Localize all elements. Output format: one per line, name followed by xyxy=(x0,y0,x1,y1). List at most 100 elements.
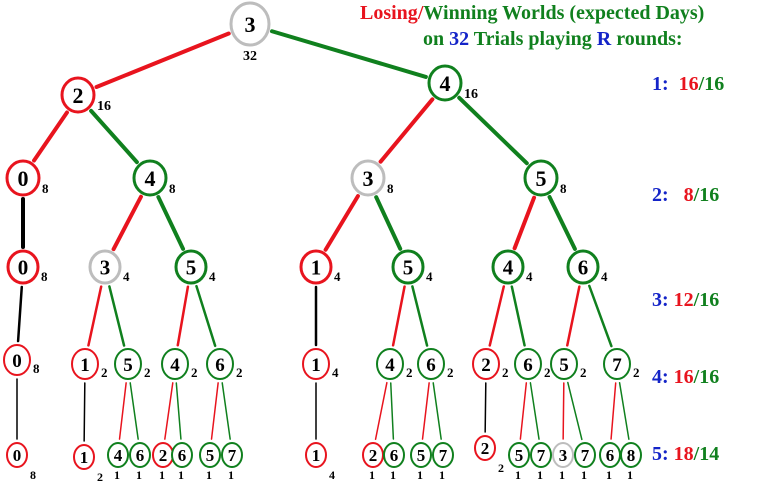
node-value: 1 xyxy=(311,355,321,376)
tree-node: 21 xyxy=(362,442,384,482)
node-circle xyxy=(417,348,445,380)
tree-edge xyxy=(519,382,528,440)
tree-edge xyxy=(512,195,537,251)
node-value: 7 xyxy=(612,355,622,376)
tree-node: 22 xyxy=(474,435,504,475)
tree-edge xyxy=(566,285,581,347)
tree-node: 61 xyxy=(599,442,621,482)
node-weight: 1 xyxy=(178,468,184,482)
node-weight: 2 xyxy=(97,470,103,484)
tree-edge xyxy=(164,382,174,440)
node-circle xyxy=(474,435,496,461)
round-sep: / xyxy=(698,73,705,95)
tree-edge xyxy=(588,284,613,348)
tree-edge xyxy=(567,381,583,441)
node-circle xyxy=(350,159,386,197)
tree-edge xyxy=(547,194,577,251)
node-weight: 1 xyxy=(369,468,375,482)
tree-node: 71 xyxy=(432,442,454,482)
node-value: 7 xyxy=(537,446,546,465)
node-value: 6 xyxy=(215,355,225,376)
tree-node: 51 xyxy=(199,442,221,482)
round-winning: 16 xyxy=(699,184,720,206)
node-weight: 1 xyxy=(228,468,234,482)
title-losing: Losing xyxy=(360,2,418,24)
node-weight: 1 xyxy=(439,468,445,482)
round-winning: 14 xyxy=(699,443,720,465)
node-weight: 2 xyxy=(544,365,551,380)
round-row-2: 2: 8/16 xyxy=(652,184,719,207)
node-value: 2 xyxy=(481,355,491,376)
round-sep: / xyxy=(693,366,700,388)
node-circle xyxy=(3,344,31,376)
node-circle xyxy=(206,348,234,380)
tree-node: 71 xyxy=(530,442,552,482)
tree-edge xyxy=(175,382,182,440)
node-weight: 1 xyxy=(114,468,120,482)
node-weight: 1 xyxy=(606,468,612,482)
tree-edge xyxy=(391,285,406,347)
round-label: 3: xyxy=(652,289,669,311)
tree-edge xyxy=(195,284,217,348)
node-value: 6 xyxy=(578,256,589,280)
round-winning: 16 xyxy=(699,289,720,311)
node-circle xyxy=(305,442,327,468)
tree-edge xyxy=(488,285,506,347)
node-value: 4 xyxy=(114,446,123,465)
node-weight: 16 xyxy=(464,87,478,102)
tree-edge xyxy=(118,382,127,440)
tree-edge xyxy=(129,382,139,440)
node-weight: 4 xyxy=(123,269,130,284)
node-circle xyxy=(376,348,404,380)
tree-node: 08 xyxy=(6,442,36,482)
title-end: rounds: xyxy=(616,28,683,50)
node-value: 6 xyxy=(178,446,187,465)
node-circle xyxy=(566,249,600,285)
node-circle xyxy=(427,64,463,102)
node-circle xyxy=(132,159,168,197)
node-circle xyxy=(550,348,578,380)
node-value: 2 xyxy=(481,439,490,458)
title-r: R xyxy=(596,28,612,50)
round-row-1: 1: 16/16 xyxy=(652,73,724,96)
title-on: on xyxy=(423,28,445,50)
node-weight: 1 xyxy=(581,468,587,482)
node-weight: 2 xyxy=(502,365,509,380)
tree-node: 61 xyxy=(383,442,405,482)
round-label: 4: xyxy=(652,366,669,388)
node-weight: 2 xyxy=(101,365,108,380)
tree-node: 14 xyxy=(305,442,335,482)
node-circle xyxy=(88,249,122,285)
tree-edge xyxy=(94,31,231,89)
tree-node: 332 xyxy=(229,1,271,64)
node-circle xyxy=(391,249,425,285)
node-weight: 1 xyxy=(537,468,543,482)
node-value: 5 xyxy=(186,256,197,280)
node-weight: 1 xyxy=(417,468,423,482)
tree-edge xyxy=(32,110,69,163)
node-weight: 8 xyxy=(42,181,49,196)
round-winning: 16 xyxy=(699,366,720,388)
node-value: 5 xyxy=(123,355,133,376)
node-weight: 2 xyxy=(144,365,151,380)
node-weight: 2 xyxy=(236,365,243,380)
node-value: 3 xyxy=(363,166,374,191)
round-losing: 8 xyxy=(683,184,694,206)
tree-edge xyxy=(89,108,139,165)
node-circle xyxy=(552,442,574,468)
node-circle xyxy=(229,1,271,47)
node-weight: 8 xyxy=(169,181,176,196)
round-label: 1: xyxy=(652,73,669,95)
tree-edge xyxy=(83,382,86,442)
node-weight: 4 xyxy=(332,365,339,380)
node-value: 1 xyxy=(80,448,89,467)
tree-edge xyxy=(378,97,435,164)
node-value: 6 xyxy=(136,446,145,465)
